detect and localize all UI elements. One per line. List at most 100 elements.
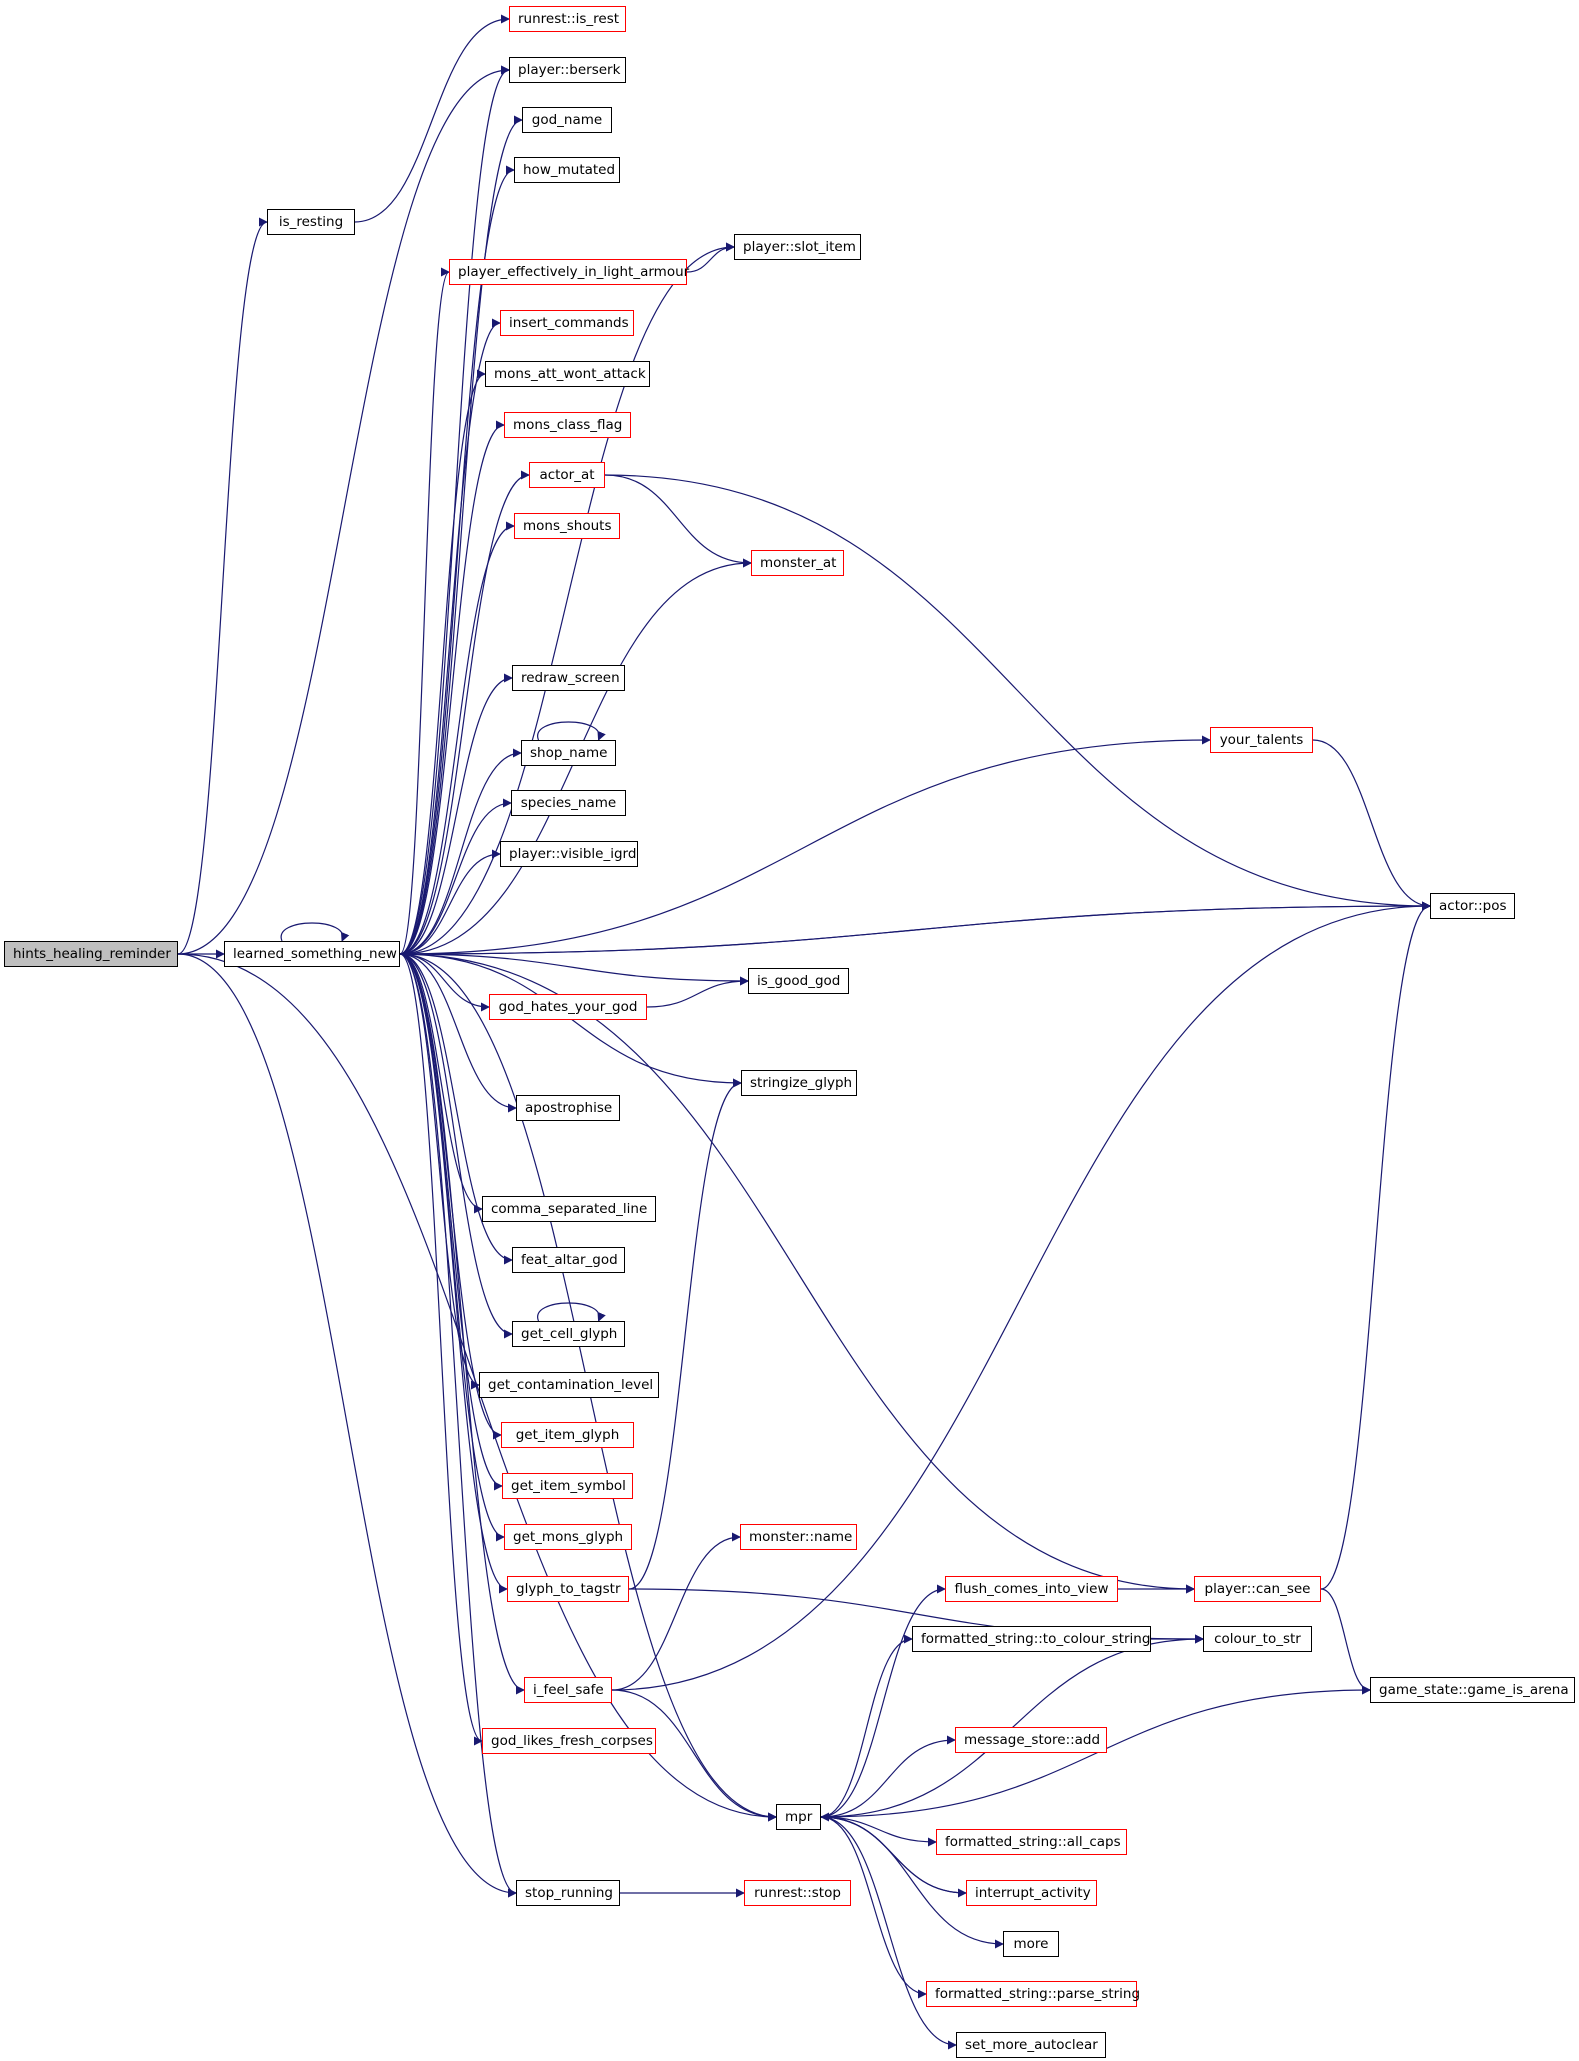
edge-glyph_to_tagstr-to-stringize_glyph xyxy=(628,1078,742,1590)
node-actor-pos[interactable]: actor::pos xyxy=(1430,893,1515,919)
node-hints-healing-reminder[interactable]: hints_healing_reminder xyxy=(4,941,178,967)
edge-learned-to-god_name xyxy=(399,115,523,955)
edge-root-to-mpr xyxy=(177,953,777,1822)
edge-root-to-stop_running xyxy=(177,953,517,1898)
edge-mpr-to-to_colour_string xyxy=(820,1634,913,1818)
node-get-item-glyph[interactable]: get_item_glyph xyxy=(501,1422,634,1448)
node-mons-shouts[interactable]: mons_shouts xyxy=(514,513,620,539)
edge-learned-to-get_mons_glyph xyxy=(399,953,505,1542)
edge-learned-to-mons_shouts xyxy=(399,521,515,955)
node-insert-commands[interactable]: insert_commands xyxy=(500,310,634,336)
edge-learned-to-actor_pos xyxy=(399,901,1431,955)
edge-your_talents-to-actor_pos xyxy=(1312,739,1431,911)
node-more[interactable]: more xyxy=(1003,1931,1059,1957)
edge-i_feel_safe-to-actor_pos xyxy=(611,901,1431,1691)
node-formatted-string-all-caps[interactable]: formatted_string::all_caps xyxy=(936,1829,1127,1855)
edge-i_feel_safe-to-mpr xyxy=(611,1689,777,1822)
node-is-good-god[interactable]: is_good_god xyxy=(748,968,849,994)
edge-mpr-to-set_more_autoclear xyxy=(820,1816,957,2050)
node-is-resting[interactable]: is_resting xyxy=(267,209,355,235)
edge-learned-to-get_cell_glyph xyxy=(399,953,513,1339)
node-player-can-see[interactable]: player::can_see xyxy=(1194,1576,1321,1602)
node-player-visible-igrd[interactable]: player::visible_igrd xyxy=(500,841,638,867)
edge-mpr-to-flush_comes xyxy=(820,1584,946,1818)
node-formatted-string-to-colour-string[interactable]: formatted_string::to_colour_string xyxy=(912,1626,1151,1652)
edge-learned-to-light_armour xyxy=(399,267,450,955)
edge-learned-to-apostrophise xyxy=(399,953,517,1113)
node-god-likes-fresh-corpses[interactable]: god_likes_fresh_corpses xyxy=(482,1728,656,1754)
edge-learned-to-visible_igrd xyxy=(399,849,501,955)
node-learned-something-new[interactable]: learned_something_new xyxy=(224,941,400,967)
edge-light_armour-to-slot_item xyxy=(686,242,735,273)
edge-is_resting-to-is_rest xyxy=(354,14,510,223)
edge-actor_at-to-actor_pos xyxy=(604,474,1431,911)
edge-mpr-to-parse_string xyxy=(820,1816,927,1999)
edge-learned-to-redraw_screen xyxy=(399,673,513,955)
edge-mpr-to-game_is_arena xyxy=(820,1685,1371,1818)
node-get-cell-glyph[interactable]: get_cell_glyph xyxy=(512,1321,625,1347)
node-glyph-to-tagstr[interactable]: glyph_to_tagstr xyxy=(507,1576,629,1602)
node-player-effectively-in-light-armour[interactable]: player_effectively_in_light_armour xyxy=(449,259,689,285)
edge-learned-to-god_likes_corpses xyxy=(399,953,483,1746)
node-species-name[interactable]: species_name xyxy=(511,790,626,816)
node-apostrophise[interactable]: apostrophise xyxy=(516,1095,620,1121)
node-formatted-string-parse-string[interactable]: formatted_string::parse_string xyxy=(926,1981,1140,2007)
node-actor-at[interactable]: actor_at xyxy=(529,462,605,488)
node-flush-comes-into-view[interactable]: flush_comes_into_view xyxy=(945,1576,1118,1602)
node-stop-running[interactable]: stop_running xyxy=(516,1880,620,1906)
edge-i_feel_safe-to-monster_name xyxy=(611,1532,741,1691)
node-runrest-stop[interactable]: runrest::stop xyxy=(744,1880,851,1906)
node-shop-name[interactable]: shop_name xyxy=(521,740,616,766)
node-get-contamination-level[interactable]: get_contamination_level xyxy=(479,1372,659,1398)
edge-mpr-to-message_add xyxy=(820,1735,956,1818)
node-interrupt-activity[interactable]: interrupt_activity xyxy=(966,1880,1097,1906)
edge-mpr-to-all_caps xyxy=(820,1816,937,1847)
edge-learned-to-feat_altar_god xyxy=(399,953,513,1265)
edge-learned-to-stop_running xyxy=(399,953,517,1898)
node-how-mutated[interactable]: how_mutated xyxy=(514,157,620,183)
node-player-slot-item[interactable]: player::slot_item xyxy=(734,234,861,260)
edge-interrupt_activity-to-mpr xyxy=(820,1812,967,1894)
node-game-state-game-is-arena[interactable]: game_state::game_is_arena xyxy=(1370,1677,1575,1703)
edge-learned-to-shop_name xyxy=(399,748,522,955)
edge-learned-to-glyph_to_tagstr xyxy=(399,953,508,1594)
edge-god_hates-to-is_good_god xyxy=(646,976,749,1008)
node-i-feel-safe[interactable]: i_feel_safe xyxy=(524,1677,612,1703)
edge-learned-to-mons_class_flag xyxy=(399,420,505,955)
edge-learned-to-learned xyxy=(280,922,350,942)
edge-learned-to-species_name xyxy=(399,798,512,955)
node-god-hates-your-god[interactable]: god_hates_your_god xyxy=(489,994,647,1020)
edge-shop_name-to-shop_name xyxy=(537,721,606,741)
edge-learned-to-your_talents xyxy=(399,735,1211,955)
node-mons-att-wont-attack[interactable]: mons_att_wont_attack xyxy=(485,361,650,387)
node-colour-to-str[interactable]: colour_to_str xyxy=(1203,1626,1312,1652)
edge-root-to-is_resting xyxy=(177,217,268,955)
node-get-item-symbol[interactable]: get_item_symbol xyxy=(502,1473,633,1499)
node-your-talents[interactable]: your_talents xyxy=(1210,727,1313,753)
node-runrest-is-rest[interactable]: runrest::is_rest xyxy=(509,6,626,32)
edge-can_see-to-game_is_arena xyxy=(1320,1588,1371,1695)
edge-learned-to-i_feel_safe xyxy=(399,953,525,1695)
node-redraw-screen[interactable]: redraw_screen xyxy=(512,665,625,691)
node-monster-at[interactable]: monster_at xyxy=(751,550,844,576)
node-stringize-glyph[interactable]: stringize_glyph xyxy=(741,1070,857,1096)
edge-root-to-berserk xyxy=(177,65,510,955)
edge-learned-to-is_good_god xyxy=(399,953,749,986)
node-set-more-autoclear[interactable]: set_more_autoclear xyxy=(956,2032,1106,2058)
node-comma-separated-line[interactable]: comma_separated_line xyxy=(482,1196,656,1222)
node-get-mons-glyph[interactable]: get_mons_glyph xyxy=(504,1524,632,1550)
edge-can_see-to-actor_pos xyxy=(1320,901,1431,1590)
node-message-store-add[interactable]: message_store::add xyxy=(955,1727,1107,1753)
node-god-name[interactable]: god_name xyxy=(522,107,612,133)
edge-learned-to-insert_commands xyxy=(399,318,501,955)
edge-learned-to-can_see xyxy=(399,953,1195,1594)
node-mpr[interactable]: mpr xyxy=(776,1804,821,1830)
edge-actor_at-to-monster_at xyxy=(604,474,752,568)
node-monster-name[interactable]: monster::name xyxy=(740,1524,857,1550)
node-feat-altar-god[interactable]: feat_altar_god xyxy=(512,1247,625,1273)
edge-learned-to-mons_att_wont_attack xyxy=(399,369,486,955)
node-player-berserk[interactable]: player::berserk xyxy=(509,57,626,83)
node-mons-class-flag[interactable]: mons_class_flag xyxy=(504,412,631,438)
